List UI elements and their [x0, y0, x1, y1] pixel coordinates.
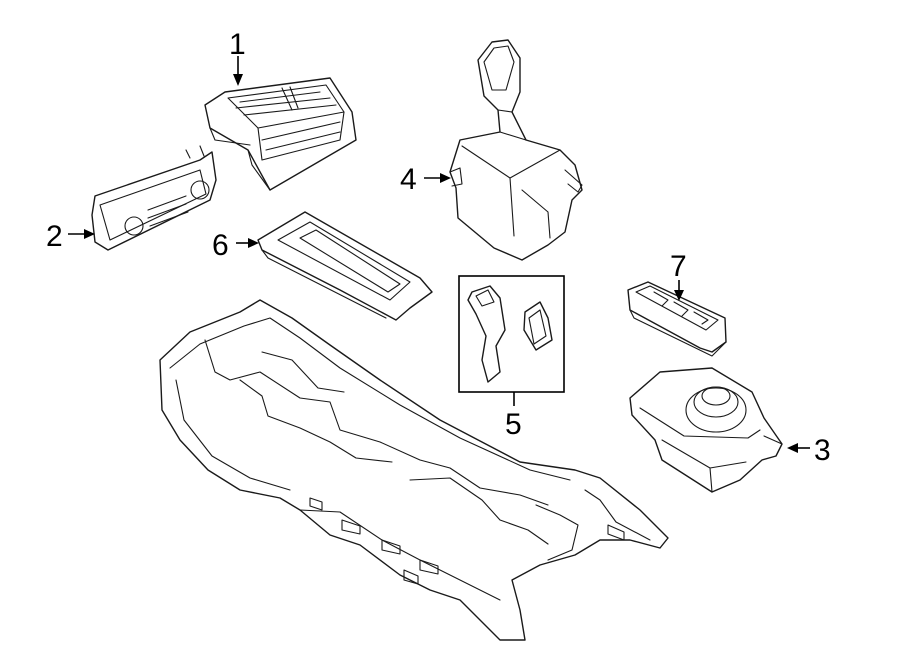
callout-2: 2	[46, 220, 63, 253]
callout-5: 5	[505, 408, 522, 441]
arrowhead-3	[787, 443, 798, 453]
callout-6: 6	[212, 229, 229, 262]
callout-labels: 1 2 3 4 5 6 7	[46, 28, 831, 467]
trim-panel-part	[257, 211, 433, 321]
callout-3: 3	[814, 434, 831, 467]
window-switch-part	[627, 281, 727, 357]
climate-panel-part	[91, 145, 217, 251]
arrowhead-4	[440, 173, 451, 183]
paddle-inset	[458, 275, 565, 393]
gear-shifter-part	[449, 39, 583, 261]
leaders	[68, 56, 810, 453]
callout-1: 1	[229, 28, 246, 61]
callout-4: 4	[400, 163, 417, 196]
arrowhead-6	[248, 238, 259, 248]
arrowhead-1	[233, 74, 243, 86]
center-console-part	[159, 299, 669, 641]
controller-part	[629, 367, 783, 493]
arrowhead-7	[674, 290, 684, 301]
arrowhead-2	[84, 229, 95, 239]
air-vent-part	[204, 77, 357, 191]
callout-7: 7	[670, 250, 687, 283]
